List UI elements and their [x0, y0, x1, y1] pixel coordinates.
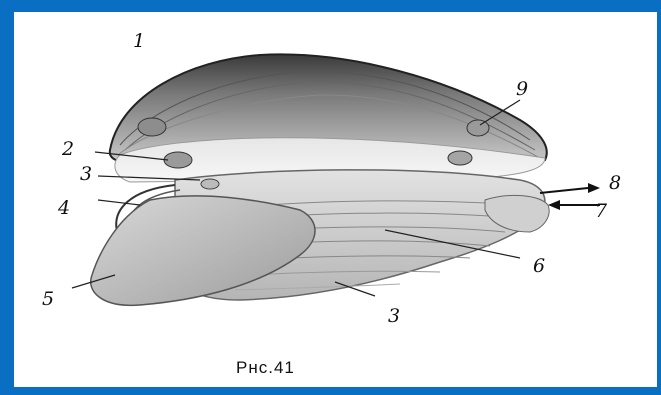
water-flow-arrows: [540, 183, 600, 210]
label-4: 4: [58, 197, 70, 219]
label-3-bottom: 3: [388, 305, 400, 327]
label-3-top: 3: [80, 163, 92, 185]
figure-caption: Рнс.41: [236, 358, 295, 378]
label-5: 5: [42, 288, 54, 310]
label-2: 2: [62, 138, 74, 160]
label-8: 8: [609, 172, 621, 194]
label-1: 1: [133, 30, 145, 52]
label-9: 9: [516, 78, 528, 100]
label-6: 6: [533, 255, 545, 277]
label-7: 7: [595, 200, 607, 222]
